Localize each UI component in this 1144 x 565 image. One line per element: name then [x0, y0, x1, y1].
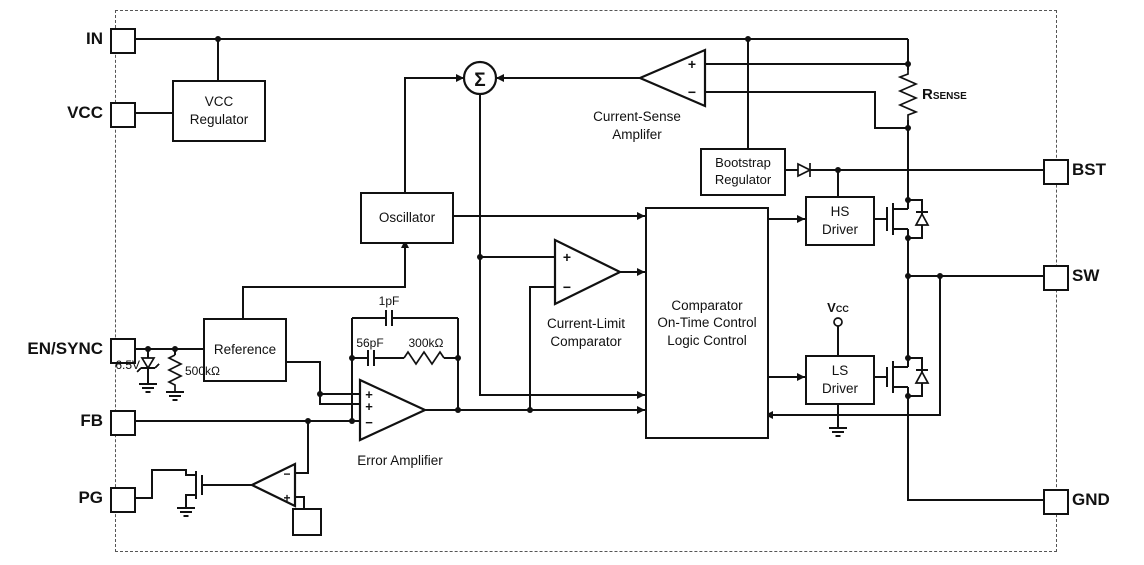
pg-comp-minus: −	[283, 467, 290, 481]
block-hs-driver: HS Driver	[805, 196, 875, 246]
pin-label-en-sync: EN/SYNC	[27, 339, 103, 358]
arrowheads	[401, 74, 805, 419]
sigma-symbol: Σ	[474, 70, 485, 91]
label-current-sense-amplifier: Current-Sense Amplifer	[593, 109, 681, 142]
block-ls-driver: LS Driver	[805, 355, 875, 405]
resistor-rsense	[897, 70, 919, 120]
vcc-node-terminal	[833, 317, 843, 327]
wire-driver-inputs	[765, 218, 805, 378]
wire-en-sync	[132, 348, 203, 384]
pin-square-fb	[110, 410, 136, 436]
label-rsense: RSENSE	[922, 86, 967, 103]
pin-square-en-sync	[110, 338, 136, 364]
current-limit-comparator	[553, 238, 623, 306]
wire-sigma-output	[479, 94, 645, 396]
rsense-base: R	[922, 86, 933, 103]
pin-label-bst: BST	[1072, 160, 1106, 179]
label-current-limit-comparator: Current-Limit Comparator	[546, 316, 625, 349]
block-control-logic: Comparator On-Time Control Logic Control	[645, 207, 769, 439]
ground-symbol-zener	[139, 383, 157, 393]
block-reference: Reference	[203, 318, 287, 382]
cl-comp-minus: −	[563, 279, 571, 295]
pin-label-pg: PG	[78, 488, 103, 507]
vcc-node-base: V	[827, 300, 836, 315]
resistor-300k	[403, 350, 445, 366]
ground-symbol-pg-fet	[177, 507, 195, 517]
capacitor-56pf	[366, 350, 376, 366]
wire-oscillator-to-sigma	[404, 77, 464, 192]
ground-symbol-pulldown	[166, 391, 184, 401]
cs-amp-plus: +	[688, 56, 696, 72]
err-amp-minus: −	[365, 415, 373, 430]
pin-label-vcc: VCC	[67, 103, 103, 122]
wire-bst	[782, 169, 1043, 196]
bootstrap-diode	[797, 162, 812, 178]
pg-threshold-box	[292, 508, 322, 536]
wire-compensation	[351, 317, 459, 421]
pin-label-gnd: GND	[1072, 490, 1110, 509]
label-zener-voltage: 6.5V	[115, 358, 140, 372]
rsense-sub: SENSE	[932, 91, 967, 102]
label-vcc-node: VCC	[810, 300, 866, 315]
err-amp-plus-2: +	[365, 399, 373, 414]
label-comp-resistor-300k: 300kΩ	[408, 336, 444, 350]
wire-sw	[765, 275, 1043, 416]
wire-current-sense-inputs	[705, 63, 908, 129]
wire-nets	[132, 38, 1043, 517]
label-comp-cap-1pf: 1pF	[378, 294, 400, 308]
cl-comp-plus: +	[563, 249, 571, 265]
wire-reference-to-error-amp	[283, 361, 360, 405]
zener-diode	[140, 357, 156, 370]
block-bootstrap-regulator: Bootstrap Regulator	[700, 148, 786, 196]
label-comp-cap-56pf: 56pF	[356, 336, 384, 350]
err-amp-plus-1: +	[365, 387, 373, 402]
symbols-layer	[140, 48, 930, 508]
pg-mosfet	[195, 471, 203, 499]
junction-dots	[145, 36, 943, 424]
cs-amp-minus: −	[688, 84, 696, 100]
pin-square-gnd	[1043, 489, 1069, 515]
pin-label-sw: SW	[1072, 266, 1100, 285]
wire-in-rail	[132, 38, 909, 209]
error-amplifier	[358, 378, 428, 442]
pin-square-in	[110, 28, 136, 54]
polarity-marks: Σ + − + − + + − − +	[283, 56, 696, 505]
pin-label-in: IN	[86, 29, 103, 48]
wire-reference-to-oscillator	[242, 240, 406, 318]
vcc-node-sub: CC	[835, 304, 849, 314]
resistors	[167, 70, 919, 392]
wire-pg	[132, 469, 252, 508]
label-pulldown-resistor: 500kΩ	[185, 364, 220, 378]
ls-body-diode	[914, 370, 930, 384]
hs-mosfet	[886, 203, 908, 235]
pin-square-bst	[1043, 159, 1069, 185]
capacitor-1pf	[384, 310, 394, 326]
current-sense-amplifier	[637, 48, 707, 108]
pin-square-sw	[1043, 265, 1069, 291]
ground-symbol-ls-driver	[829, 427, 847, 437]
pin-label-fb: FB	[80, 411, 103, 430]
block-vcc-regulator: VCC Regulator	[172, 80, 266, 142]
wire-pg-comparator-inputs	[295, 421, 309, 508]
hs-body-diode	[914, 212, 930, 226]
wire-current-limit-minus	[529, 286, 555, 410]
label-error-amplifier: Error Amplifier	[357, 453, 443, 468]
wire-power-rail	[907, 229, 1043, 501]
pin-square-vcc	[110, 102, 136, 128]
block-oscillator: Oscillator	[360, 192, 454, 244]
ls-mosfet	[886, 361, 908, 393]
pg-comp-plus: +	[283, 491, 290, 505]
pin-square-pg	[110, 487, 136, 513]
resistor-500k	[167, 354, 183, 392]
pg-comparator	[249, 462, 297, 508]
